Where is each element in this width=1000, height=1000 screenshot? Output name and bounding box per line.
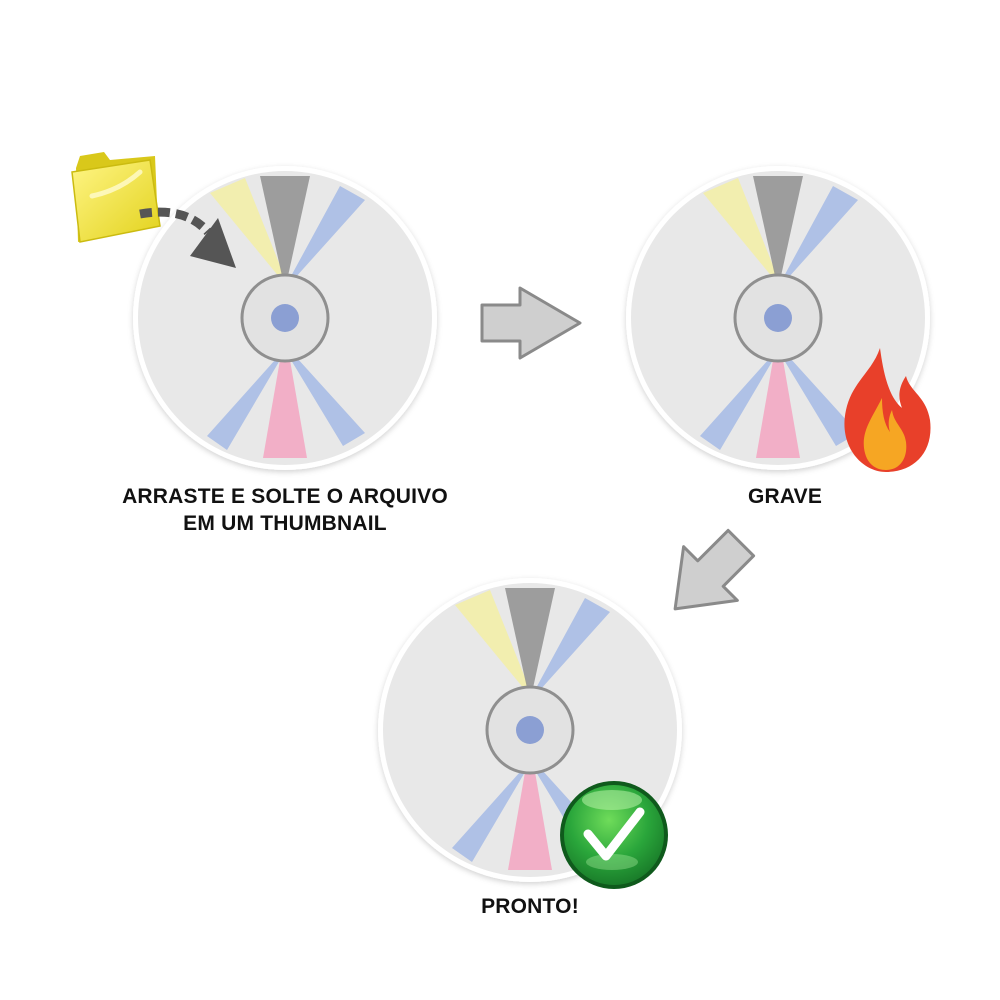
step-1-caption-line-2: EM UM THUMBNAIL [183,512,387,535]
disc-ray-pink [263,360,307,458]
disc-hole [271,304,299,332]
disc-ray-blue-lower [207,360,280,450]
step-1-caption-line-1: ARRASTE E SOLTE O ARQUIVO [122,485,448,508]
step-1-caption: ARRASTE E SOLTE O ARQUIVO EM UM THUMBNAI… [80,483,490,537]
disc-ray-yellow [210,178,285,278]
drag-arrow-icon [139,207,236,268]
step-3-caption-line-1: PRONTO! [481,895,579,918]
disc-ray-gray [260,176,310,276]
folder-icon [71,152,161,243]
step-2-caption: GRAVE [700,483,870,510]
disc-ray-blue [290,186,365,278]
flow-arrow-right-icon [480,286,582,360]
disc-ray-blue-lower-right [291,358,365,446]
step-3-caption: PRONTO! [440,893,620,920]
flow-arrow-down-left-icon [673,528,756,611]
fire-icon [844,348,931,472]
step-2-caption-line-1: GRAVE [747,485,823,508]
checkmark-icon [560,781,668,889]
